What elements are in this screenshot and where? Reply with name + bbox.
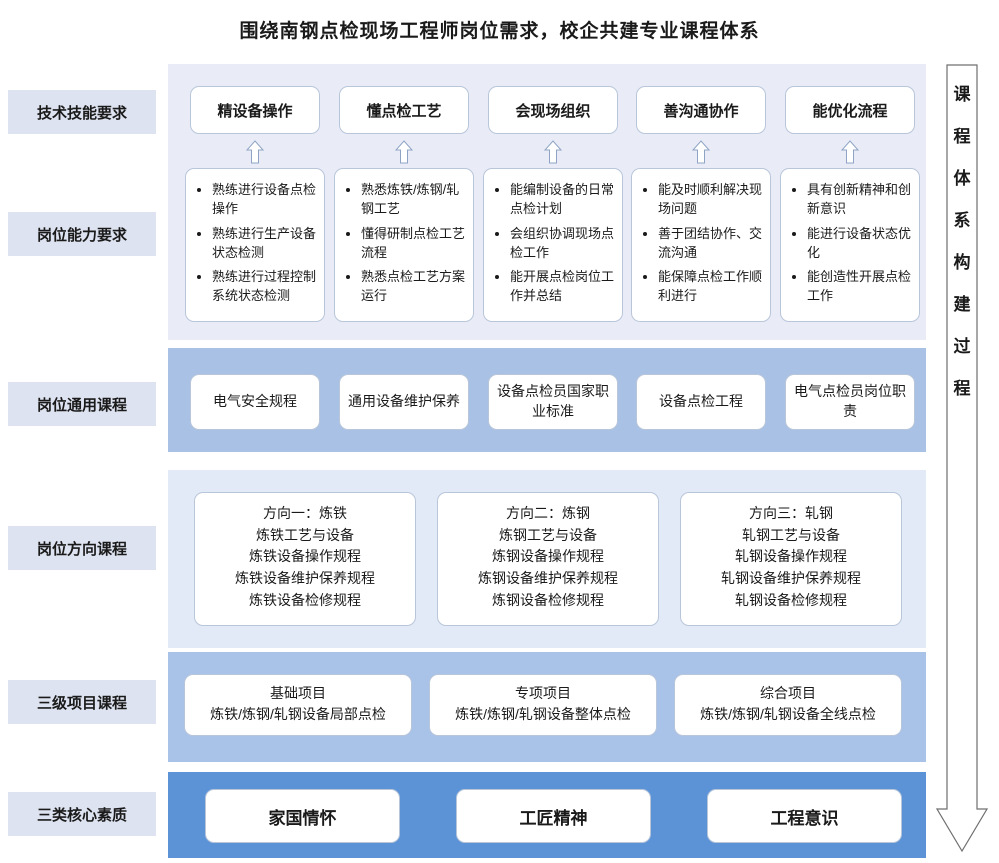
ability-card-4[interactable]: 能及时顺利解决现场问题 善于团结协作、交流沟通 能保障点检工作顺利进行 bbox=[631, 168, 771, 322]
ability-card-2[interactable]: 熟悉炼铁/炼钢/轧钢工艺 懂得研制点检工艺流程 熟悉点检工艺方案运行 bbox=[334, 168, 474, 322]
ability-bullet: 熟悉点检工艺方案运行 bbox=[361, 268, 465, 306]
core-quality-card-1[interactable]: 家国情怀 bbox=[205, 789, 400, 843]
direction-line: 炼铁设备维护保养规程 bbox=[235, 570, 375, 587]
process-char: 过 bbox=[953, 337, 971, 356]
ability-bullet: 熟悉炼铁/炼钢/轧钢工艺 bbox=[361, 181, 465, 219]
general-course-card-4[interactable]: 设备点检工程 bbox=[636, 374, 766, 430]
direction-line: 炼钢设备检修规程 bbox=[492, 591, 604, 608]
ability-bullet: 熟练进行设备点检操作 bbox=[212, 181, 316, 219]
up-arrow-icon-3 bbox=[544, 140, 562, 164]
process-char: 系 bbox=[953, 211, 971, 230]
project-line: 炼铁/炼钢/轧钢设备整体点检 bbox=[455, 706, 631, 722]
project-line: 专项项目 bbox=[515, 685, 571, 701]
skill-card-1[interactable]: 精设备操作 bbox=[190, 86, 320, 134]
direction-line: 轧钢设备维护保养规程 bbox=[721, 570, 861, 587]
up-arrow-icon-2 bbox=[395, 140, 413, 164]
direction-line: 炼铁设备检修规程 bbox=[249, 591, 361, 608]
page-title: 围绕南钢点检现场工程师岗位需求，校企共建专业课程体系 bbox=[239, 21, 760, 42]
direction-course-card-3[interactable]: 方向三：轧钢 轧钢工艺与设备 轧钢设备操作规程 轧钢设备维护保养规程 轧钢设备检… bbox=[680, 492, 902, 626]
ability-bullet: 能进行设备状态优化 bbox=[807, 225, 911, 263]
ability-card-1[interactable]: 熟练进行设备点检操作 熟练进行生产设备状态检测 熟练进行过程控制系统状态检测 bbox=[185, 168, 325, 322]
skill-card-5[interactable]: 能优化流程 bbox=[785, 86, 915, 134]
project-line: 炼铁/炼钢/轧钢设备局部点检 bbox=[210, 706, 386, 722]
core-quality-card-2[interactable]: 工匠精神 bbox=[456, 789, 651, 843]
row-label-job-abilities: 岗位能力要求 bbox=[8, 212, 156, 256]
row-label-core-qualities: 三类核心素质 bbox=[8, 792, 156, 836]
skill-card-3[interactable]: 会现场组织 bbox=[488, 86, 618, 134]
process-arrow-text: 课 程 体 系 构 建 过 程 bbox=[936, 86, 988, 422]
ability-card-3[interactable]: 能编制设备的日常点检计划 会组织协调现场点检工作 能开展点检岗位工作并总结 bbox=[483, 168, 623, 322]
ability-bullet: 会组织协调现场点检工作 bbox=[510, 225, 614, 263]
direction-course-card-1[interactable]: 方向一：炼铁 炼铁工艺与设备 炼铁设备操作规程 炼铁设备维护保养规程 炼铁设备检… bbox=[194, 492, 416, 626]
ability-bullet: 熟练进行过程控制系统状态检测 bbox=[212, 268, 316, 306]
row-label-general-courses: 岗位通用课程 bbox=[8, 382, 156, 426]
process-char: 构 bbox=[953, 253, 971, 272]
direction-course-card-2[interactable]: 方向二：炼钢 炼钢工艺与设备 炼钢设备操作规程 炼钢设备维护保养规程 炼钢设备检… bbox=[437, 492, 659, 626]
ability-bullet: 懂得研制点检工艺流程 bbox=[361, 225, 465, 263]
direction-line: 方向三：轧钢 bbox=[749, 505, 833, 521]
skill-card-2[interactable]: 懂点检工艺 bbox=[339, 86, 469, 134]
project-course-card-2[interactable]: 专项项目 炼铁/炼钢/轧钢设备整体点检 bbox=[429, 674, 657, 736]
row-label-technical-skills: 技术技能要求 bbox=[8, 90, 156, 134]
general-course-card-3[interactable]: 设备点检员国家职业标准 bbox=[488, 374, 618, 430]
direction-line: 轧钢设备操作规程 bbox=[735, 548, 847, 565]
down-arrow-shape-icon bbox=[935, 64, 989, 853]
process-char: 建 bbox=[953, 295, 971, 314]
process-char: 课 bbox=[953, 85, 971, 104]
up-arrow-icon-4 bbox=[692, 140, 710, 164]
direction-line: 炼钢工艺与设备 bbox=[499, 526, 597, 543]
core-quality-card-3[interactable]: 工程意识 bbox=[707, 789, 902, 843]
direction-line: 方向一：炼铁 bbox=[263, 505, 347, 521]
direction-line: 炼钢设备维护保养规程 bbox=[478, 570, 618, 587]
project-line: 综合项目 bbox=[760, 685, 816, 701]
ability-bullet: 能及时顺利解决现场问题 bbox=[658, 181, 762, 219]
process-char: 体 bbox=[953, 169, 971, 188]
direction-line: 轧钢工艺与设备 bbox=[742, 526, 840, 543]
direction-line: 炼铁工艺与设备 bbox=[256, 526, 354, 543]
ability-bullet: 善于团结协作、交流沟通 bbox=[658, 225, 762, 263]
ability-bullet: 能保障点检工作顺利进行 bbox=[658, 268, 762, 306]
process-char: 程 bbox=[953, 127, 971, 146]
direction-line: 轧钢设备检修规程 bbox=[735, 591, 847, 608]
row-label-project-courses: 三级项目课程 bbox=[8, 680, 156, 724]
general-course-card-1[interactable]: 电气安全规程 bbox=[190, 374, 320, 430]
row-label-direction-courses: 岗位方向课程 bbox=[8, 526, 156, 570]
ability-bullet: 熟练进行生产设备状态检测 bbox=[212, 225, 316, 263]
up-arrow-icon-5 bbox=[841, 140, 859, 164]
ability-bullet: 能编制设备的日常点检计划 bbox=[510, 181, 614, 219]
direction-line: 炼铁设备操作规程 bbox=[249, 548, 361, 565]
ability-card-5[interactable]: 具有创新精神和创新意识 能进行设备状态优化 能创造性开展点检工作 bbox=[780, 168, 920, 322]
project-course-card-3[interactable]: 综合项目 炼铁/炼钢/轧钢设备全线点检 bbox=[674, 674, 902, 736]
direction-line: 炼钢设备操作规程 bbox=[492, 548, 604, 565]
general-course-card-2[interactable]: 通用设备维护保养 bbox=[339, 374, 469, 430]
process-char: 程 bbox=[953, 379, 971, 398]
project-line: 炼铁/炼钢/轧钢设备全线点检 bbox=[700, 706, 876, 722]
project-line: 基础项目 bbox=[270, 685, 326, 701]
ability-bullet: 具有创新精神和创新意识 bbox=[807, 181, 911, 219]
skill-card-4[interactable]: 善沟通协作 bbox=[636, 86, 766, 134]
ability-bullet: 能开展点检岗位工作并总结 bbox=[510, 268, 614, 306]
general-course-card-5[interactable]: 电气点检员岗位职责 bbox=[785, 374, 915, 430]
project-course-card-1[interactable]: 基础项目 炼铁/炼钢/轧钢设备局部点检 bbox=[184, 674, 412, 736]
direction-line: 方向二：炼钢 bbox=[506, 505, 590, 521]
process-arrow: 课 程 体 系 构 建 过 程 bbox=[935, 64, 989, 853]
ability-bullet: 能创造性开展点检工作 bbox=[807, 268, 911, 306]
up-arrow-icon-1 bbox=[246, 140, 264, 164]
